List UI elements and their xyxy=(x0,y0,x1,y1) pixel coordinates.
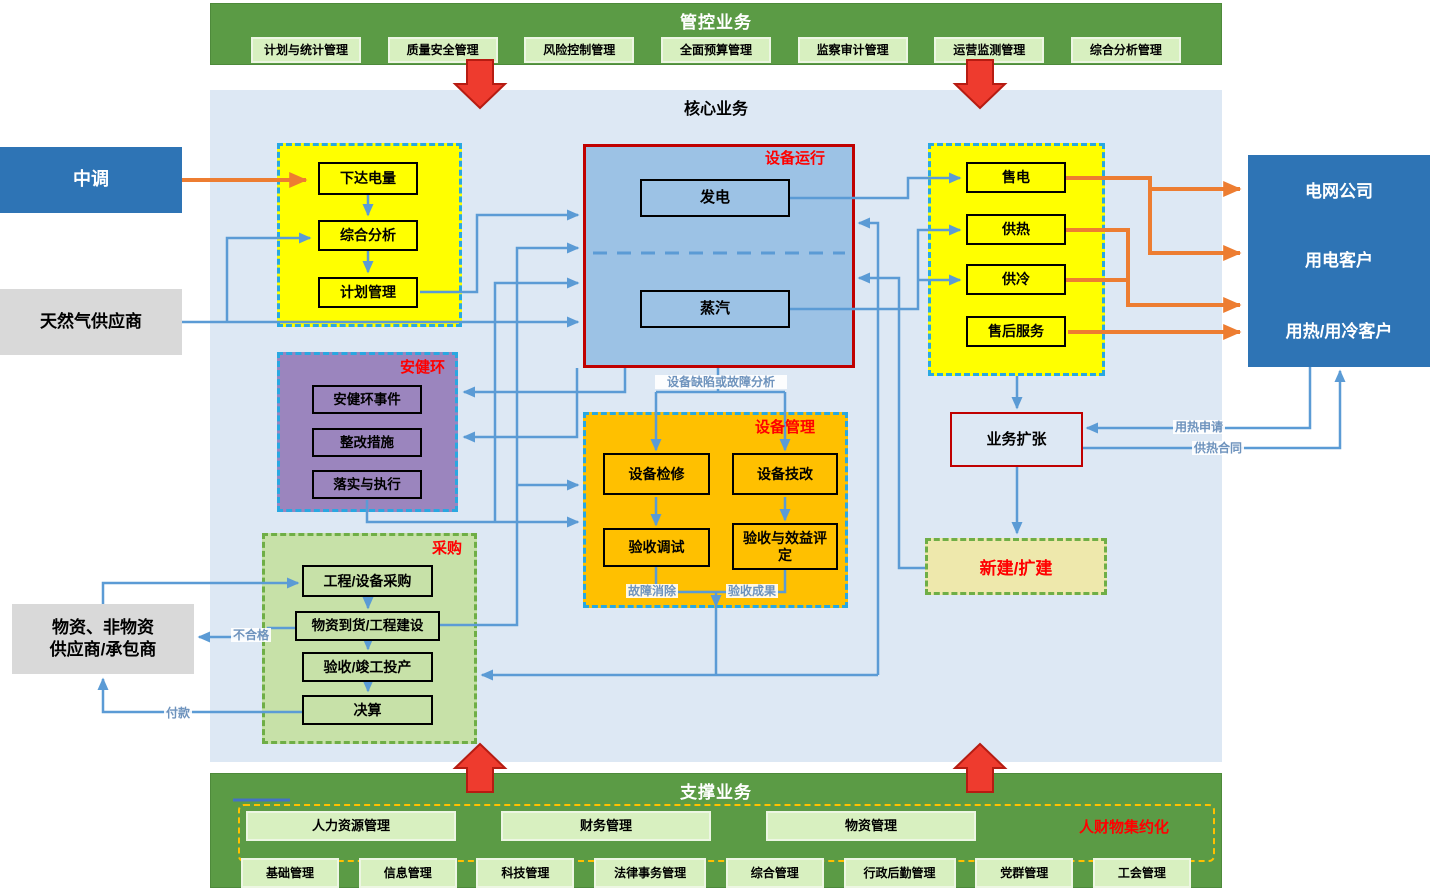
hse-title: 安健环 xyxy=(400,359,446,376)
label-fault-removal: 故障消除 xyxy=(626,584,679,598)
control-item: 全面预算管理 xyxy=(660,37,771,63)
node-business-expansion: 业务扩张 xyxy=(950,412,1083,467)
node-cool-supply: 供冷 xyxy=(966,264,1066,295)
node-acceptance-production: 验收/竣工投产 xyxy=(302,652,433,682)
node-after-sales: 售后服务 xyxy=(966,316,1066,347)
support-item: 法律事务管理 xyxy=(594,858,707,888)
control-item: 质量安全管理 xyxy=(387,37,498,63)
node-steam: 蒸汽 xyxy=(640,290,790,328)
procurement-title: 采购 xyxy=(432,540,463,557)
control-business-items: 计划与统计管理 质量安全管理 风险控制管理 全面预算管理 监察审计管理 运营监测… xyxy=(211,37,1221,63)
node-grid-company: 电网公司 xyxy=(1248,155,1430,226)
node-comprehensive-analysis: 综合分析 xyxy=(318,220,418,251)
control-business-bar: 管控业务 计划与统计管理 质量安全管理 风险控制管理 全面预算管理 监察审计管理… xyxy=(210,3,1222,65)
node-hse-event: 安健环事件 xyxy=(312,385,422,414)
support-item: 物资管理 xyxy=(766,811,976,841)
core-business-title: 核心业务 xyxy=(683,101,748,118)
support-item: 财务管理 xyxy=(501,811,711,841)
control-item: 监察审计管理 xyxy=(797,37,908,63)
node-implementation: 落实与执行 xyxy=(312,470,422,499)
control-item: 风险控制管理 xyxy=(524,37,635,63)
node-rectification: 整改措施 xyxy=(312,428,422,457)
node-arrival-construction: 物资到货/工程建设 xyxy=(295,611,440,641)
node-plan-management: 计划管理 xyxy=(318,277,418,308)
support-item: 工会管理 xyxy=(1092,858,1191,888)
node-sell-electricity: 售电 xyxy=(966,162,1066,193)
label-defect-analysis: 设备缺陷或故障分析 xyxy=(655,375,787,389)
materials-line2: 供应商/承包商 xyxy=(49,640,157,659)
support-item: 人力资源管理 xyxy=(246,811,456,841)
node-gas-supplier: 天然气供应商 xyxy=(0,289,182,355)
label-acceptance-result: 验收成果 xyxy=(726,584,779,598)
control-item: 综合分析管理 xyxy=(1070,37,1181,63)
control-business-title: 管控业务 xyxy=(680,13,752,32)
node-heat-supply: 供热 xyxy=(966,214,1066,245)
node-dispatch-power: 下达电量 xyxy=(318,162,418,195)
control-item: 运营监测管理 xyxy=(934,37,1045,63)
control-item: 计划与统计管理 xyxy=(251,37,361,63)
support-item: 行政后勤管理 xyxy=(843,858,956,888)
materials-line1: 物资、非物资 xyxy=(52,617,154,637)
label-unqualified: 不合格 xyxy=(231,628,272,642)
node-acceptance-commissioning: 验收调试 xyxy=(603,528,710,567)
equipment-panel xyxy=(583,412,848,608)
node-equipment-overhaul: 设备检修 xyxy=(603,453,710,495)
operation-panel xyxy=(583,144,855,368)
node-electric-customer: 用电客户 xyxy=(1248,224,1430,294)
support-item: 党群管理 xyxy=(975,858,1074,888)
support-item: 综合管理 xyxy=(725,858,824,888)
equipment-title: 设备管理 xyxy=(755,419,816,436)
node-zhongdiao: 中调 xyxy=(0,147,182,213)
label-payment: 付款 xyxy=(164,706,193,720)
label-heat-apply: 用热申请 xyxy=(1173,420,1226,434)
support-business-title: 支撑业务 xyxy=(680,783,752,802)
node-power-generation: 发电 xyxy=(640,179,790,217)
support-business-bar: 支撑业务 人力资源管理 财务管理 物资管理 人财物集约化 基础管理 信息管理 科… xyxy=(210,773,1222,888)
node-final-account: 决算 xyxy=(302,695,433,725)
operation-title: 设备运行 xyxy=(765,150,826,167)
support-item: 信息管理 xyxy=(358,858,457,888)
support-item: 科技管理 xyxy=(476,858,575,888)
node-equipment-retrofit: 设备技改 xyxy=(732,453,838,495)
intensive-label: 人财物集约化 xyxy=(1078,819,1169,836)
node-heat-cool-customer: 用热/用冷客户 xyxy=(1248,292,1430,367)
support-row2: 基础管理 信息管理 科技管理 法律事务管理 综合管理 行政后勤管理 党群管理 工… xyxy=(211,858,1221,888)
node-acceptance-benefit: 验收与效益评定 xyxy=(732,523,838,570)
support-item: 基础管理 xyxy=(241,858,339,888)
customers-stack: 电网公司 用电客户 用热/用冷客户 xyxy=(1248,155,1430,367)
node-new-build: 新建/扩建 xyxy=(925,538,1107,595)
node-materials-suppliers: 物资、非物资 供应商/承包商 xyxy=(12,604,194,674)
label-heat-contract: 供热合同 xyxy=(1192,441,1245,455)
node-project-procurement: 工程/设备采购 xyxy=(302,565,433,597)
